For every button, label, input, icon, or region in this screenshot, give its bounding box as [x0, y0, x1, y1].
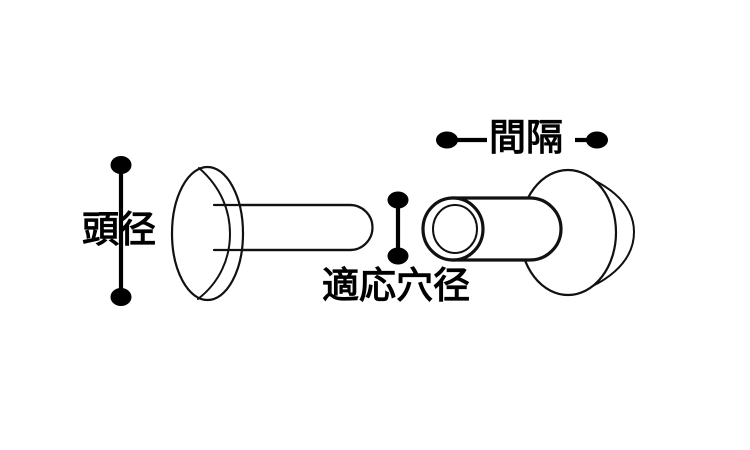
hole-diameter-dot-bottom — [387, 247, 409, 265]
label-spacing: 間隔 — [489, 116, 563, 159]
head-diameter-dot-bottom — [110, 288, 132, 306]
spacing-dot-right — [586, 131, 608, 149]
label-head-diameter: 頭径 — [82, 208, 156, 251]
part-screw-post-female — [421, 168, 635, 297]
part-screw-post-male — [170, 165, 374, 302]
dimension-spacing — [436, 131, 608, 149]
dimension-head-diameter — [110, 156, 132, 306]
shaft-body — [203, 203, 374, 252]
spacing-dot-left — [436, 131, 458, 149]
sleeve-hole-inner-ring — [432, 204, 478, 254]
head-diameter-dot-top — [110, 156, 132, 174]
head-disc-outer — [170, 165, 245, 302]
hole-diameter-dot-top — [387, 191, 409, 209]
dimension-hole-diameter — [387, 191, 409, 265]
label-hole-diameter: 適応穴径 — [322, 264, 470, 307]
head-disc-rim-arc — [197, 167, 231, 300]
